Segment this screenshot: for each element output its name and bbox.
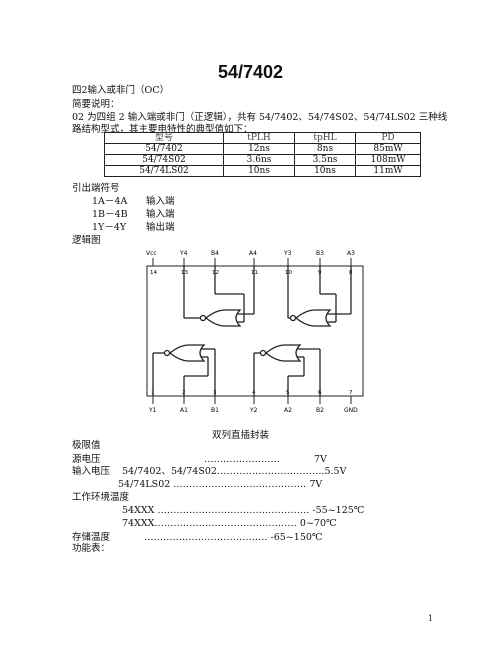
pin-description: 输入端: [146, 196, 175, 207]
spec-header-cell: 型号: [104, 132, 224, 144]
pin-number: 13: [181, 270, 188, 276]
spec-header-cell: tPLH: [223, 132, 295, 144]
subtitle: 四2输入或非门（OC）: [72, 85, 170, 96]
table-cell: 12ns: [223, 143, 295, 155]
table-cell: 54/74LS02: [104, 165, 224, 177]
pin-number: 10: [285, 270, 292, 276]
top-pins: [152, 258, 352, 266]
table-cell: 8ns: [294, 143, 356, 155]
table-cell: 54/74S02: [104, 154, 224, 166]
supply-voltage-dots: ……………………: [204, 454, 280, 465]
page-number: 1: [428, 614, 434, 623]
pin-name: B1: [211, 407, 219, 414]
logic-diagram: Vcc Y4 B4 A4 Y3 B3 A3 14 13 12 11 10 9 8…: [146, 250, 364, 414]
pin-name: A1: [180, 407, 188, 414]
pin-description: 输入端: [146, 209, 175, 220]
input-voltage-line-2: 54/74LS02 …………………………………… 7V: [118, 479, 323, 490]
pin-symbol: 1B－4B: [92, 209, 128, 220]
nor-gate-1: [152, 344, 216, 396]
intro-line-1: 02 为四组 2 输入端或非门（正逻辑），共有 54/7402、54/74S02…: [72, 112, 448, 123]
pin-name: Vcc: [146, 250, 157, 257]
pin-number: 7: [349, 390, 353, 396]
table-row: 54/74S02 3.6ns 3.5ns 108mW: [104, 154, 421, 166]
table-cell: 108mW: [355, 154, 421, 166]
pin-name: Y3: [283, 250, 292, 257]
diagram-caption: 双列直插封装: [212, 430, 270, 441]
spec-header-cell: tpHL: [294, 132, 356, 144]
pin-name: B2: [316, 407, 324, 414]
pin-name: Y4: [179, 250, 188, 257]
pin-symbol: 1Y－4Y: [92, 222, 127, 233]
table-cell: 11mW: [355, 165, 421, 177]
nor-gate-3: [287, 266, 352, 327]
spec-table: 型号 tPLH tpHL PD 54/7402 12ns 8ns 85mW 54…: [104, 132, 421, 177]
supply-voltage-value: 7V: [314, 454, 327, 465]
table-cell: 54/7402: [104, 143, 224, 155]
package-outline: [146, 265, 364, 397]
pin-name: Y2: [249, 407, 258, 414]
pin-name: A4: [249, 250, 257, 257]
pin-name: A3: [347, 250, 355, 257]
page-title: 54/7402: [218, 62, 284, 82]
input-voltage-line-1: 54/7402、54/74S02…………………………….5.5V: [122, 466, 347, 477]
storage-temp-value: ………………………………… -65~150℃: [144, 532, 323, 543]
pin-number: 14: [150, 270, 157, 276]
pin-name: B3: [316, 250, 324, 257]
input-voltage-label: 输入电压: [72, 466, 111, 477]
table-cell: 3.5ns: [294, 154, 356, 166]
spec-header-cell: PD: [355, 132, 421, 144]
nor-gate-2: [253, 344, 321, 396]
brief-label: 简要说明：: [72, 99, 120, 110]
pin-name: A2: [284, 407, 292, 414]
pin-name: Y1: [148, 407, 157, 414]
operating-temp-label: 工作环境温度: [72, 492, 130, 503]
operating-temp-line-1: 54XXX ………………………………………… -55~125℃: [122, 505, 365, 516]
nor-gate-4: [183, 266, 255, 327]
logic-diagram-label: 逻辑图: [72, 235, 101, 246]
storage-temp-label: 存储温度: [72, 532, 111, 543]
pin-description: 输出端: [146, 222, 175, 233]
table-cell: 10ns: [294, 165, 356, 177]
limits-title: 极限值: [72, 440, 101, 451]
table-cell: 3.6ns: [223, 154, 295, 166]
table-row: 54/74LS02 10ns 10ns 11mW: [104, 165, 421, 177]
supply-voltage-label: 源电压: [72, 454, 101, 465]
pins-title: 引出端符号: [72, 183, 120, 194]
spec-header-row: 型号 tPLH tpHL PD: [104, 132, 421, 144]
table-cell: 10ns: [223, 165, 295, 177]
table-row: 54/7402 12ns 8ns 85mW: [104, 143, 421, 155]
table-cell: 85mW: [355, 143, 421, 155]
pin-name: GND: [344, 407, 358, 414]
pin-name: B4: [211, 250, 219, 257]
function-table-label: 功能表：: [72, 543, 111, 554]
operating-temp-line-2: 74XXX……………………………………… 0~70℃: [122, 518, 337, 529]
intro-line-2: 路结构型式，其主要电特性的典型值如下：: [72, 124, 253, 135]
pin-symbol: 1A－4A: [92, 196, 128, 207]
